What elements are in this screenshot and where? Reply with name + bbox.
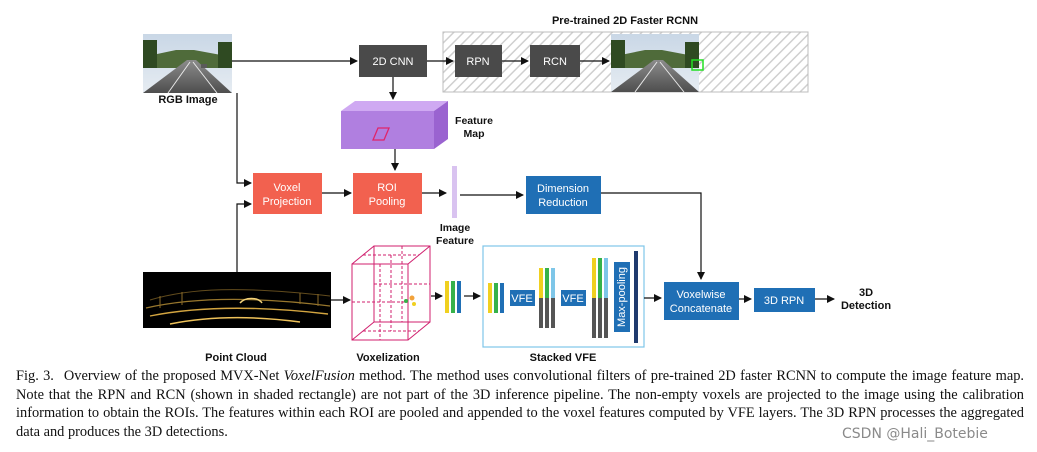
figure-caption: Fig. 3.Overview of the proposed MVX-Net … xyxy=(16,367,1024,441)
vfe-input-stack xyxy=(488,283,504,313)
voxel-projection-label-1: Voxel xyxy=(274,182,301,194)
point-cloud-image xyxy=(143,272,331,328)
vfe-2-box xyxy=(561,290,586,306)
roi-pooling-box xyxy=(353,173,422,214)
pooled-feature-bar xyxy=(634,251,638,343)
caption-method-name: VoxelFusion xyxy=(283,368,355,384)
vfe-1-box xyxy=(510,290,535,306)
voxel-projection-box xyxy=(253,173,322,214)
stacked-vfe-frame xyxy=(482,245,645,348)
max-pooling-label: Max-pooling xyxy=(616,267,628,327)
rgb-image-label: RGB Image xyxy=(158,94,217,106)
voxel-point-green xyxy=(404,299,408,303)
figure-label: Fig. 3. xyxy=(16,368,54,384)
pointwise-input-features xyxy=(445,281,461,313)
voxelwise-concat-box xyxy=(664,282,739,320)
voxelwise-concat-label-1: Voxelwise xyxy=(677,289,726,301)
detection-label-2: Detection xyxy=(841,300,891,312)
arrow-dimred-to-concat xyxy=(601,192,705,280)
dimension-reduction-label-2: Reduction xyxy=(538,197,588,209)
image-feature-label-1: Image xyxy=(440,222,471,234)
dimension-reduction-box xyxy=(526,176,601,214)
feature-map-label-2: Map xyxy=(464,128,485,140)
rpn-3d-label: 3D RPN xyxy=(764,295,804,307)
vfe-2-output-stack xyxy=(592,258,608,338)
dimension-reduction-label-1: Dimension xyxy=(537,183,589,195)
caption-text-after: method. The method uses convolutional fi… xyxy=(16,368,1025,440)
voxel-projection-label-2: Projection xyxy=(263,196,312,208)
point-cloud-label: Point Cloud xyxy=(205,352,267,362)
voxelization-cube xyxy=(351,245,431,341)
voxel-point-yellow xyxy=(412,302,416,306)
vfe-1-label: VFE xyxy=(511,293,532,305)
mvxnet-diagram: Pre-trained 2D Faster RCNN RGB Image 2D … xyxy=(143,15,891,362)
roi-pooling-label-1: ROI xyxy=(377,182,397,194)
feature-map xyxy=(341,101,448,149)
rpn-box xyxy=(455,45,502,77)
image-feature-label-2: Feature xyxy=(436,235,474,247)
roi-pooling-label-2: Pooling xyxy=(369,196,406,208)
rcn-box xyxy=(530,45,580,77)
vfe-1-output-stack xyxy=(539,268,555,328)
image-feature-bar xyxy=(452,166,457,218)
vfe-2-label: VFE xyxy=(562,293,583,305)
stacked-vfe-label: Stacked VFE xyxy=(530,352,597,362)
csdn-watermark: CSDN @Hali_Botebie xyxy=(842,426,988,442)
max-pooling-box xyxy=(614,262,630,332)
arrow-rgb-to-voxelproj xyxy=(236,93,252,187)
caption-text-before: Overview of the proposed MVX-Net xyxy=(63,368,284,384)
voxel-point-orange xyxy=(409,295,415,301)
detection-label-1: 3D xyxy=(859,287,873,299)
rpn-3d-box xyxy=(754,288,815,312)
rgb-image xyxy=(143,34,232,94)
pretrained-title: Pre-trained 2D Faster RCNN xyxy=(552,15,698,27)
feature-map-label-1: Feature xyxy=(455,115,493,127)
cnn-2d-label: 2D CNN xyxy=(373,56,414,68)
rpn-label: RPN xyxy=(466,56,489,68)
rgb-image-detection xyxy=(611,34,704,93)
voxelwise-concat-label-2: Concatenate xyxy=(670,303,732,315)
voxelization-label: Voxelization xyxy=(356,352,420,362)
rcn-label: RCN xyxy=(543,56,567,68)
arrow-pointcloud-to-voxelproj xyxy=(236,200,252,272)
cnn-2d-box xyxy=(359,45,427,77)
